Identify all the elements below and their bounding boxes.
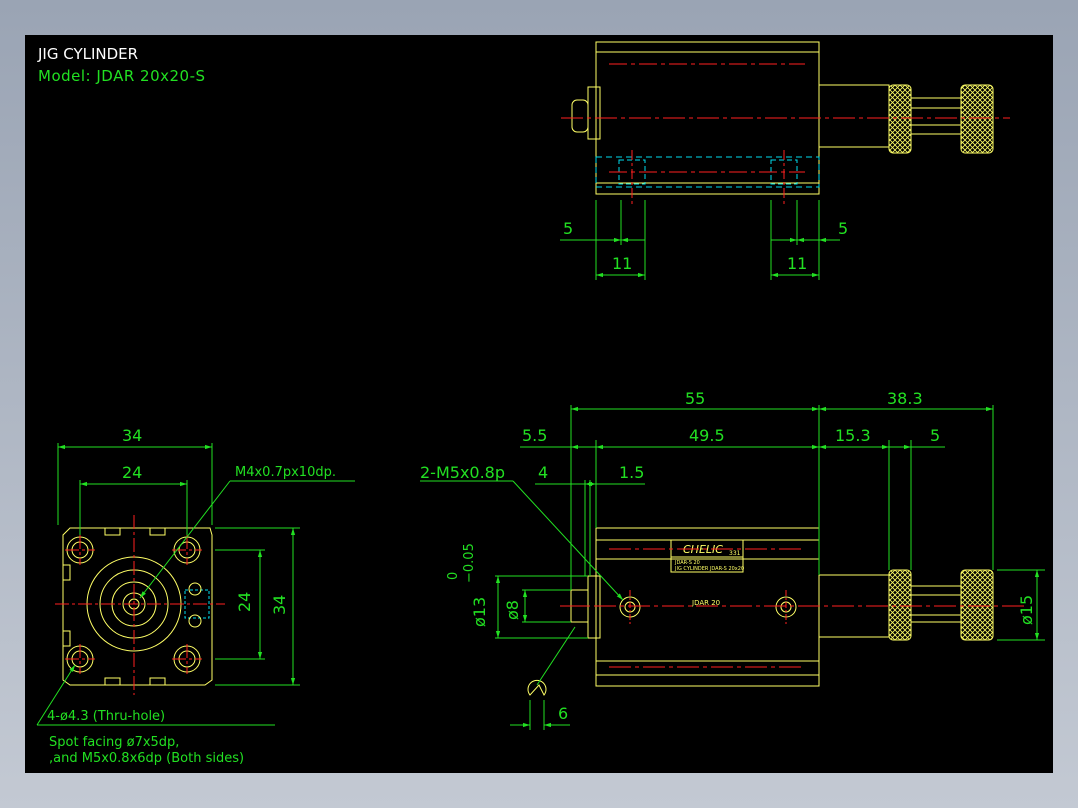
svg-text:1.5: 1.5 <box>619 463 644 482</box>
svg-text:11: 11 <box>787 254 807 273</box>
svg-text:4: 4 <box>538 463 548 482</box>
side-dimensions: 55 38.3 5.5 49.5 15.3 5 4 1.5 2-M5x0.8p … <box>420 389 1036 723</box>
svg-text:55: 55 <box>685 389 705 408</box>
spot-facing-note: Spot facing ø7x5dp, <box>49 735 179 750</box>
svg-text:−0.05: −0.05 <box>462 543 477 583</box>
thread-both-sides-note: ,and M5x0.8x6dp (Both sides) <box>49 751 244 766</box>
hole-note: 4-ø4.3 (Thru-hole) <box>47 709 165 724</box>
port-note: 2-M5x0.8p <box>420 463 505 482</box>
front-dim-lines <box>36 443 355 726</box>
svg-text:5: 5 <box>563 219 573 238</box>
svg-text:5: 5 <box>930 426 940 445</box>
drawing-title: JIG CYLINDER <box>37 45 138 63</box>
svg-text:JIG CYLINDER JDAR-S 20x20: JIG CYLINDER JDAR-S 20x20 <box>674 566 744 572</box>
side-view <box>527 527 994 696</box>
svg-text:JDAR 20: JDAR 20 <box>691 599 720 607</box>
svg-text:ø15: ø15 <box>1017 595 1036 625</box>
svg-text:0: 0 <box>446 572 461 580</box>
svg-text:331: 331 <box>729 550 741 557</box>
svg-text:5: 5 <box>838 219 848 238</box>
svg-text:34: 34 <box>122 426 142 445</box>
top-dimensions: 5 5 11 11 <box>563 219 848 273</box>
thread-note: M4x0.7px10dp. <box>235 465 336 480</box>
svg-text:34: 34 <box>270 595 289 615</box>
svg-text:6: 6 <box>558 704 568 723</box>
top-view <box>560 41 1010 280</box>
side-knob-2 <box>960 569 994 641</box>
top-knob-1 <box>888 84 912 154</box>
top-hidden-bore <box>595 156 820 188</box>
front-dimensions: 34 24 24 34 <box>122 426 289 615</box>
front-view <box>62 527 213 686</box>
front-centerlines <box>55 515 225 695</box>
svg-text:ø8: ø8 <box>503 600 522 620</box>
front-notes: M4x0.7px10dp. 4-ø4.3 (Thru-hole) Spot fa… <box>47 465 336 766</box>
svg-text:24: 24 <box>122 463 142 482</box>
side-label: CHELIC 331 JDAR-S 20 JIG CYLINDER JDAR-S… <box>674 543 744 607</box>
svg-text:38.3: 38.3 <box>887 389 923 408</box>
side-centerlines <box>560 548 1025 668</box>
model-label: Model: JDAR 20x20-S <box>38 67 206 85</box>
front-body-outline <box>62 527 213 686</box>
side-knob-1 <box>888 569 912 641</box>
svg-text:JDAR-S 20: JDAR-S 20 <box>674 560 700 566</box>
svg-text:24: 24 <box>235 592 254 612</box>
top-left-boss <box>571 99 589 133</box>
svg-text:5.5: 5.5 <box>522 426 547 445</box>
svg-text:49.5: 49.5 <box>689 426 725 445</box>
top-knob-2 <box>960 84 994 154</box>
cad-canvas: JIG CYLINDER Model: JDAR 20x20-S <box>36 41 1045 766</box>
top-rod-housing <box>818 84 890 148</box>
side-dim-lines <box>420 405 1045 730</box>
svg-text:15.3: 15.3 <box>835 426 871 445</box>
svg-text:ø13: ø13 <box>470 597 489 627</box>
label-plate <box>670 539 744 573</box>
svg-text:11: 11 <box>612 254 632 273</box>
cad-drawing-area: JIG CYLINDER Model: JDAR 20x20-S <box>25 35 1053 773</box>
